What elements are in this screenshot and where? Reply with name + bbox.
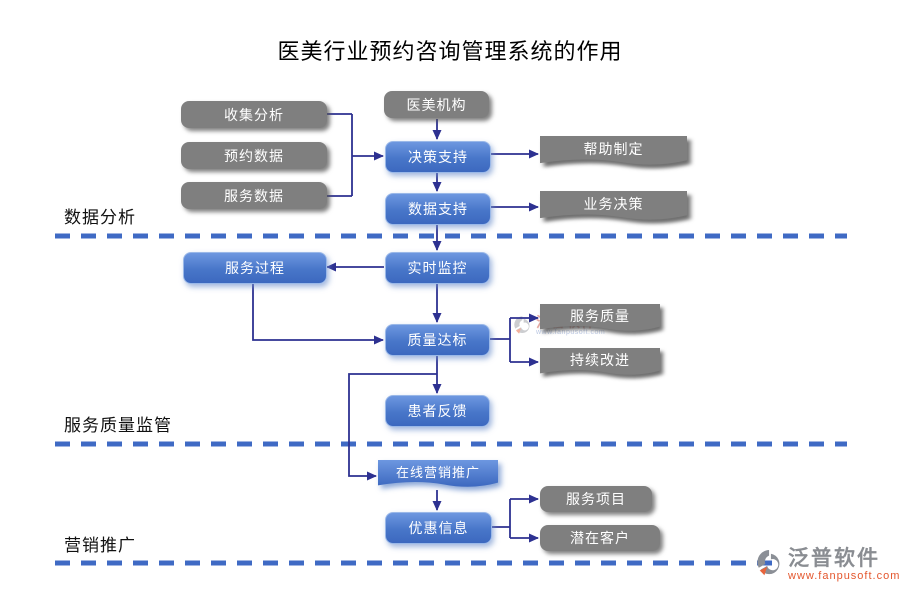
node-service-items: 服务项目 <box>540 486 652 512</box>
node-data-support: 数据支持 <box>385 193 491 225</box>
fanpu-brand-logo: 泛普软件 www.fanpusoft.com <box>756 548 900 583</box>
document-shape <box>378 460 498 487</box>
node-business-decision: 业务决策 <box>540 191 687 222</box>
section-label-quality-supervision: 服务质量监管 <box>64 416 172 436</box>
node-help-formulate: 帮助制定 <box>540 136 687 167</box>
fanpu-logo-icon <box>514 316 530 334</box>
document-shape <box>540 191 687 220</box>
node-coupon-info: 优惠信息 <box>385 512 492 544</box>
node-continuous-improve: 持续改进 <box>540 348 660 377</box>
node-online-marketing: 在线营销推广 <box>378 460 498 489</box>
document-shape <box>540 136 687 165</box>
node-decision-support: 决策支持 <box>385 141 491 173</box>
fanpu-logo-icon <box>757 550 780 576</box>
section-label-marketing: 营销推广 <box>64 536 136 556</box>
brand-name: 泛普软件 <box>788 547 880 570</box>
node-service-data: 服务数据 <box>181 182 327 209</box>
node-medical-org: 医美机构 <box>384 91 489 118</box>
node-appointment-data: 预约数据 <box>181 142 327 169</box>
node-service-quality: 服务质量 <box>540 304 660 333</box>
node-collect-analysis: 收集分析 <box>181 101 327 128</box>
node-potential-customers: 潜在客户 <box>540 525 660 551</box>
node-quality-standard: 质量达标 <box>385 324 490 356</box>
node-service-process: 服务过程 <box>183 252 327 284</box>
node-patient-feedback: 患者反馈 <box>385 395 490 427</box>
section-label-data-analysis: 数据分析 <box>64 208 136 228</box>
document-shape <box>540 304 660 331</box>
node-realtime-monitor: 实时监控 <box>385 252 490 284</box>
watermark-brand-url: www.fanpusoft.com <box>536 329 606 336</box>
brand-url: www.fanpusoft.com <box>788 570 900 582</box>
diagram-title: 医美行业预约咨询管理系统的作用 <box>277 40 623 65</box>
document-shape <box>540 348 660 375</box>
